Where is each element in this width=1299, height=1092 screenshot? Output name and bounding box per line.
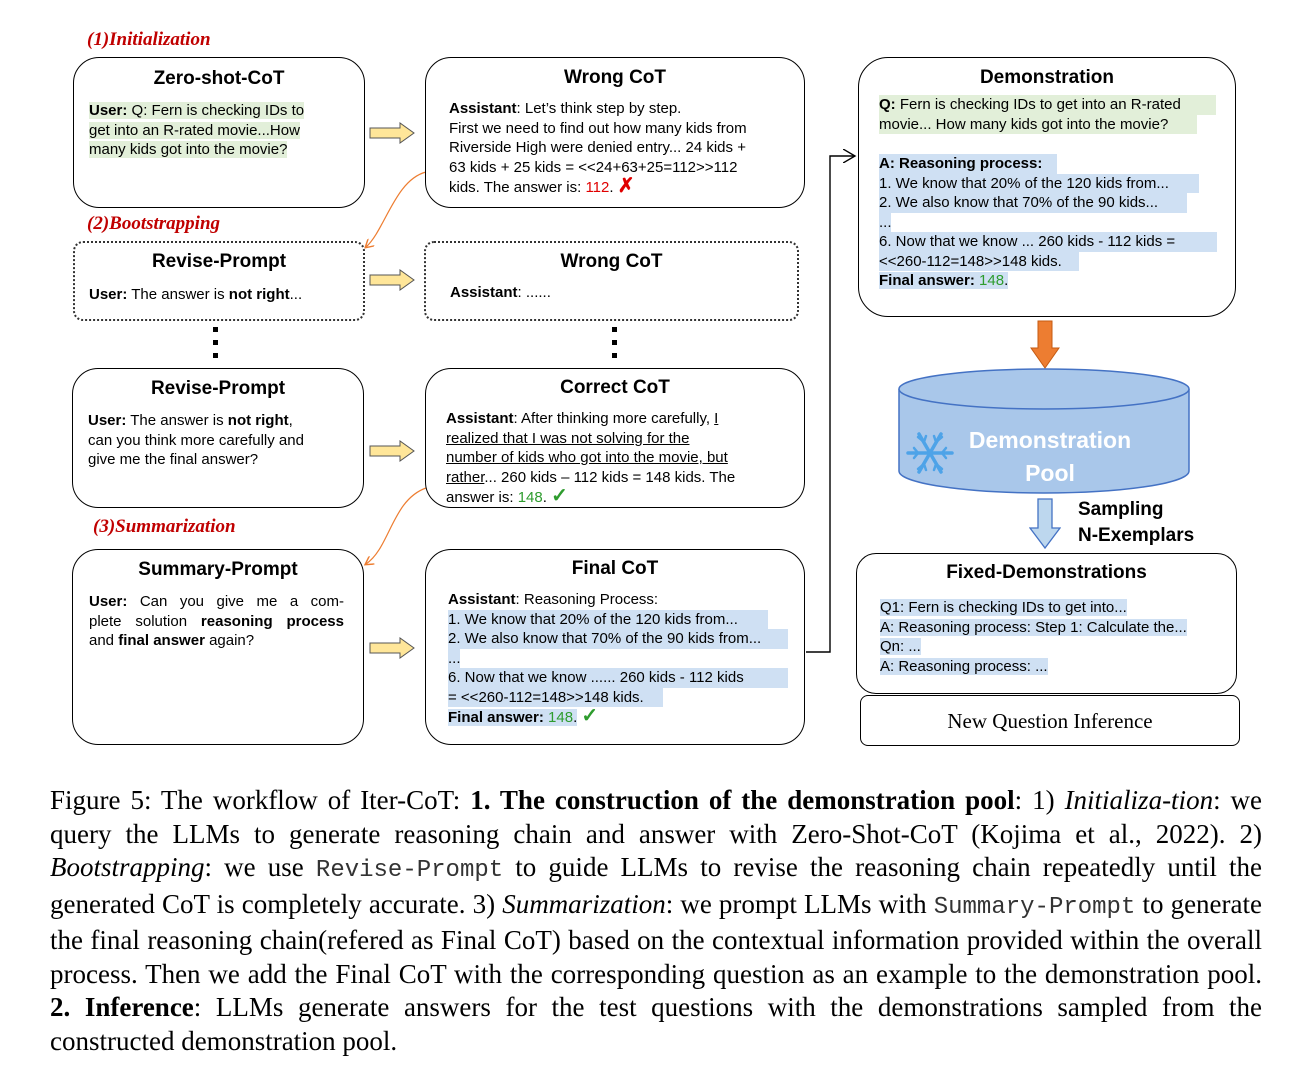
snowflake-icon	[906, 432, 954, 474]
final-cot-title: Final CoT	[571, 558, 659, 579]
revise-prompt-box-2: Revise-Prompt User: The answer is not ri…	[72, 368, 364, 508]
correct-cot-text: Assistant: After thinking more carefully…	[446, 410, 736, 507]
demonstration-pool-cylinder	[898, 368, 1190, 494]
wrong-cot-title-2: Wrong CoT	[560, 251, 663, 272]
final-answer-value: 148	[548, 709, 574, 726]
correct-cot-box: Correct CoT Assistant: After thinking mo…	[425, 368, 805, 508]
new-question-inference-box: New Question Inference	[860, 695, 1240, 746]
correct-cot-title: Correct CoT	[560, 377, 670, 398]
cross-icon: ✗	[617, 175, 635, 197]
stage-label-initialization: (1)Initialization	[87, 29, 211, 50]
sampling-label: Sampling N-Exemplars	[1078, 499, 1195, 546]
summary-prompt-text: User: Can you give me a com- plete solut…	[89, 593, 344, 649]
check-icon: ✓	[581, 705, 599, 727]
zero-shot-cot-box: Zero-shot-CoT User: Q: Fern is checking …	[73, 57, 365, 208]
connector-final-to-demonstration	[806, 156, 855, 653]
demo-answer-value: 148	[979, 272, 1005, 289]
revise-prompt-title-2: Revise-Prompt	[150, 378, 286, 399]
connector-layer	[0, 0, 1299, 653]
curve-arrow-wrong-to-revise	[366, 171, 427, 247]
check-icon: ✓	[551, 485, 568, 507]
ellipsis-dots-middle	[612, 327, 618, 366]
revise-prompt-title-1: Revise-Prompt	[151, 251, 287, 272]
arrow-down-icon	[1030, 320, 1060, 369]
summary-prompt-box: Summary-Prompt User: Can you give me a c…	[72, 549, 364, 745]
arrow-right-icon	[369, 637, 415, 659]
revise-prompt-text-2: User: The answer is not right, can you t…	[88, 412, 304, 468]
arrow-right-icon	[369, 122, 415, 144]
fixed-demonstrations-box: Fixed-Demonstrations Q1: Fern is checkin…	[856, 553, 1237, 694]
figure-caption: Figure 5: The workflow of Iter-CoT: 1. T…	[50, 785, 1263, 1056]
demonstration-text: Q: Fern is checking IDs to get into an R…	[879, 95, 1224, 291]
wrong-cot-text: Assistant: Let’s think step by step. Fir…	[449, 100, 747, 197]
wrong-cot-title: Wrong CoT	[563, 67, 666, 88]
demonstration-title: Demonstration	[979, 67, 1115, 88]
wrong-answer-value: 112	[585, 179, 610, 196]
revise-prompt-box-1: Revise-Prompt User: The answer is not ri…	[73, 241, 365, 321]
stage-label-summarization: (3)Summarization	[93, 516, 236, 537]
demonstration-box: Demonstration Q: Fern is checking IDs to…	[858, 57, 1236, 317]
fixed-demonstrations-title: Fixed-Demonstrations	[946, 562, 1147, 583]
wrong-cot-box: Wrong CoT Assistant: Let’s think step by…	[425, 57, 805, 208]
wrong-cot-box-2: Wrong CoT Assistant: ......	[424, 241, 799, 321]
fixed-demonstrations-text: Q1: Fern is checking IDs to get into... …	[880, 599, 1187, 675]
demonstration-pool-label: Demonstration Pool	[968, 427, 1132, 486]
final-cot-box: Final CoT Assistant: Reasoning Process: …	[425, 549, 805, 745]
ellipsis-dots-left	[213, 327, 219, 366]
arrow-right-icon	[369, 440, 415, 462]
curve-arrow-correct-to-summary	[366, 487, 427, 564]
final-cot-text: Assistant: Reasoning Process: 1. We know…	[448, 590, 798, 728]
stage-label-bootstrapping: (2)Bootstrapping	[87, 213, 221, 234]
summary-prompt-title: Summary-Prompt	[138, 559, 298, 580]
arrow-right-icon	[369, 269, 415, 291]
correct-answer-value: 148	[517, 489, 543, 506]
zero-shot-cot-title: Zero-shot-CoT	[153, 68, 285, 89]
arrow-down-icon	[1029, 498, 1061, 550]
wrong-cot-text-2: Assistant: ......	[450, 284, 551, 301]
revise-prompt-text-1: User: The answer is not right...	[89, 286, 303, 303]
zero-shot-cot-text: User: Q: Fern is checking IDs to get int…	[89, 102, 305, 158]
